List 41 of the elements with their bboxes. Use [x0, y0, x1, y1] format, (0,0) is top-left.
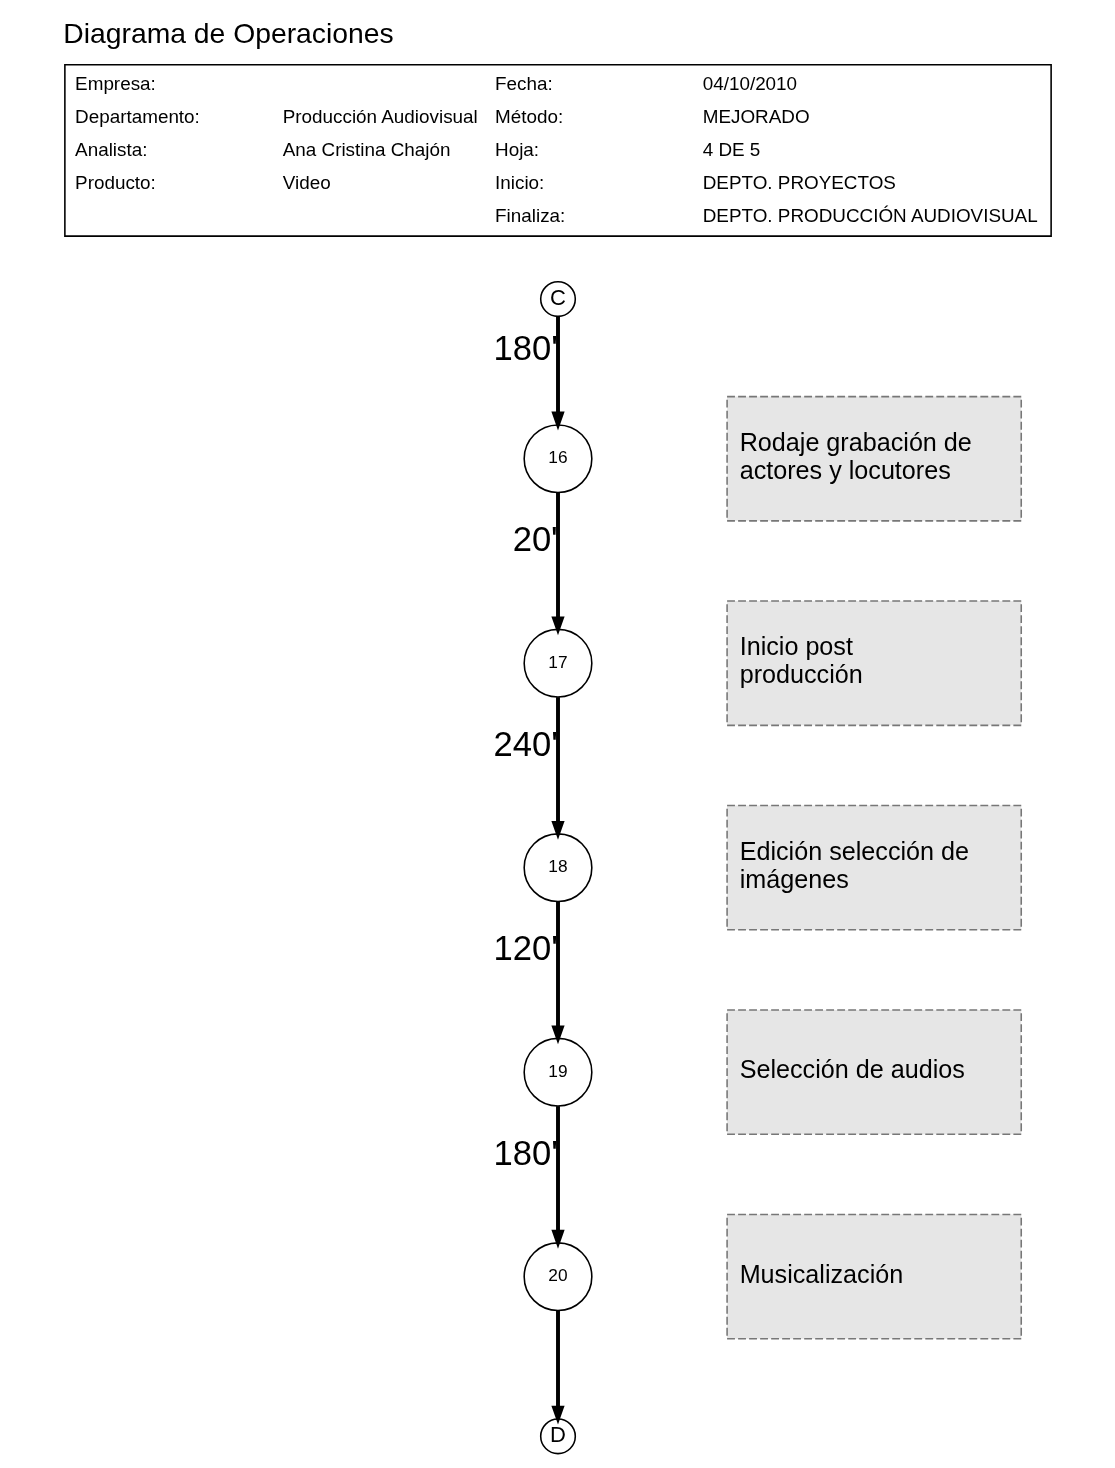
- edge-label: 20': [512, 520, 558, 559]
- node-circle: 20: [522, 1242, 593, 1312]
- diagram-title: Diagrama de Operaciones: [62, 17, 394, 50]
- label: Hoja:: [494, 139, 539, 161]
- label: Método:: [494, 106, 563, 128]
- label: Video: [282, 172, 331, 194]
- label: 04/10/2010: [702, 73, 797, 95]
- label: Ana Cristina Chajón: [282, 139, 450, 161]
- label: 4 DE 5: [702, 139, 760, 161]
- label: Finaliza:: [494, 205, 565, 227]
- edge-label: 180': [493, 1133, 558, 1172]
- label: Fecha:: [494, 73, 553, 95]
- label: DEPTO. PRODUCCIÓN AUDIOVISUAL: [702, 205, 1038, 227]
- node-circle: 17: [522, 628, 593, 698]
- label: MEJORADO: [702, 106, 810, 128]
- node-circle: 18: [522, 833, 593, 903]
- label: DEPTO. PROYECTOS: [702, 172, 896, 194]
- arrow: [550, 697, 565, 840]
- label: Empresa:: [74, 73, 156, 95]
- node-box: Inicio post producción: [725, 600, 1022, 727]
- arrow: [550, 901, 565, 1045]
- edge-label: 180': [493, 329, 558, 368]
- node-circle: D: [539, 1418, 576, 1455]
- node-box: Edición selección de imágenes: [725, 804, 1022, 931]
- arrow: [550, 492, 565, 636]
- node-circle: 16: [522, 424, 593, 494]
- arrow: [550, 1310, 565, 1425]
- node-circle: 19: [522, 1037, 593, 1107]
- node-box: Musicalización: [725, 1213, 1022, 1340]
- node-circle: C: [539, 281, 576, 318]
- label: Analista:: [74, 139, 147, 161]
- node-box: Selección de audios: [725, 1009, 1022, 1136]
- label: Producción Audiovisual: [282, 106, 478, 128]
- label: Departamento:: [74, 106, 200, 128]
- label: Inicio:: [494, 172, 544, 194]
- edge-label: 120': [493, 929, 558, 968]
- arrow: [550, 316, 565, 431]
- arrow: [550, 1106, 565, 1249]
- node-box: Rodaje grabación de actores y locutores: [725, 395, 1022, 522]
- label: Producto:: [74, 172, 156, 194]
- edge-label: 240': [493, 724, 558, 763]
